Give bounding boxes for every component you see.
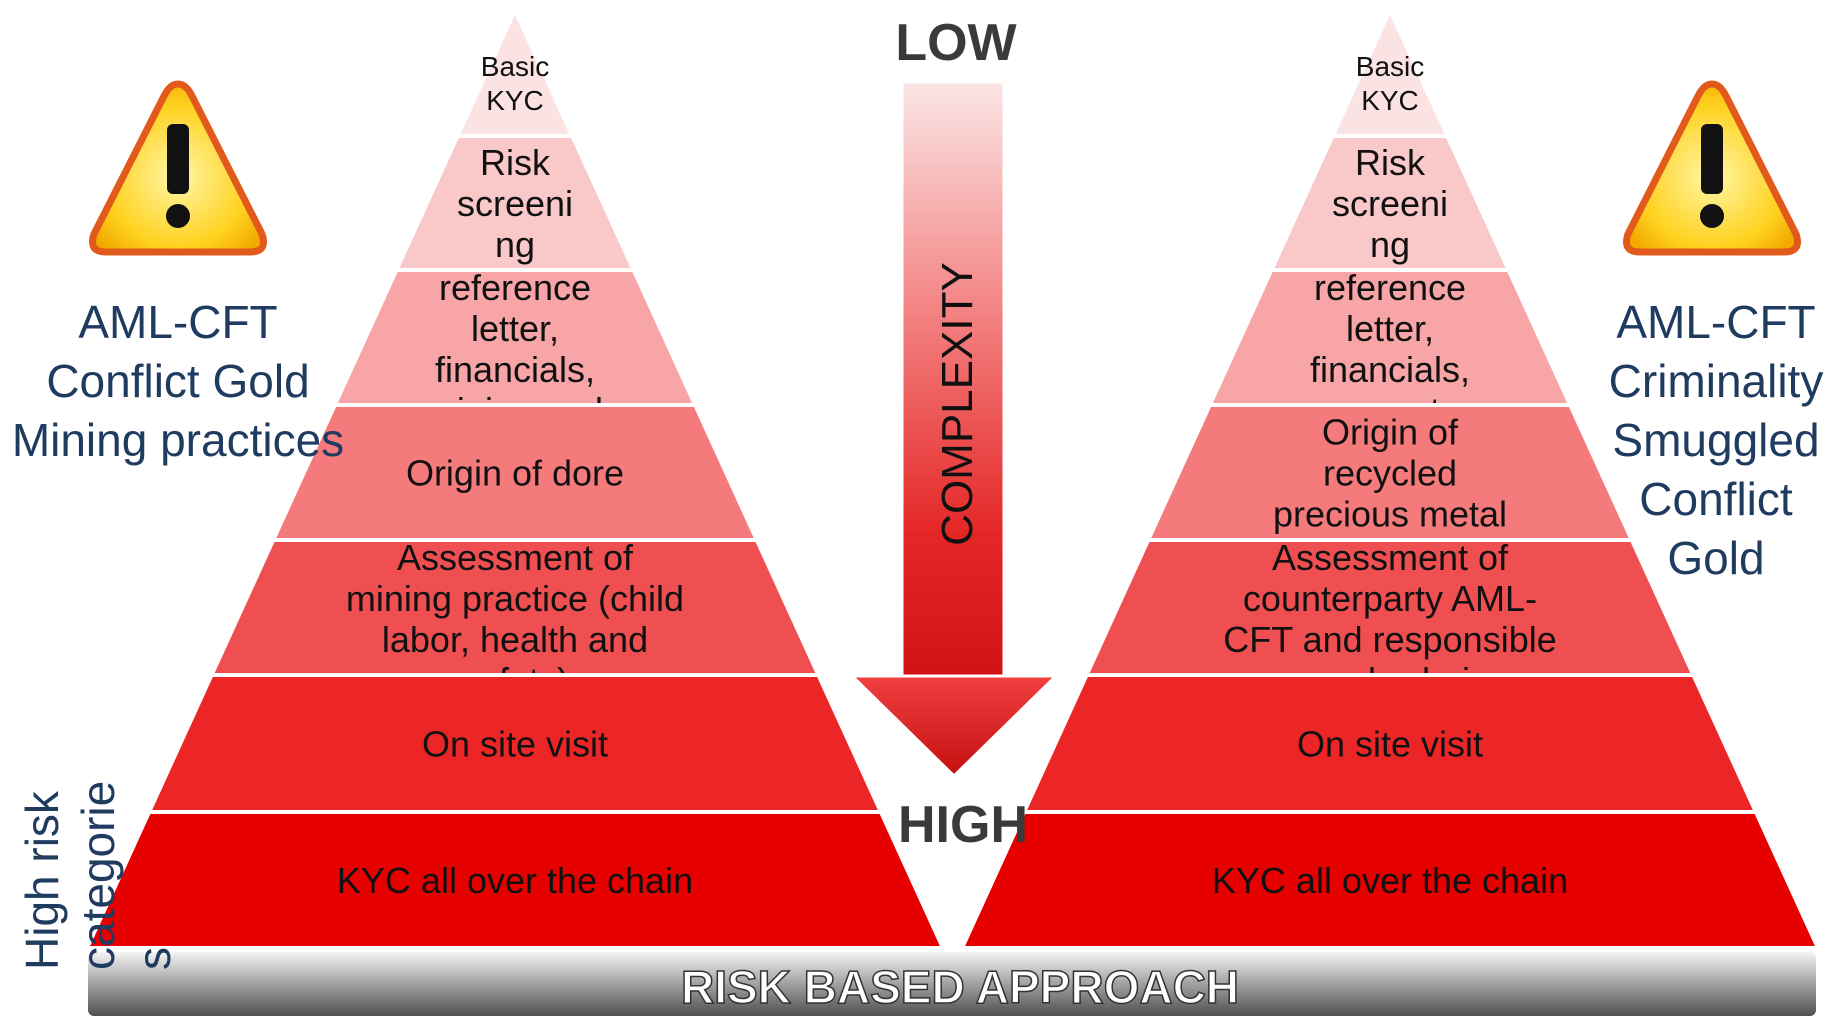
right-pyramid-tier-5-text: counterparty AML-	[1243, 578, 1537, 619]
left-pyramid-tier-4-text: Origin of dore	[406, 453, 624, 494]
left-side-label-line: Mining practices	[12, 414, 344, 466]
risk-based-approach-bar: RISK BASED APPROACH	[88, 952, 1816, 1016]
right-pyramid-tier-4-text: Origin of	[1322, 412, 1459, 453]
right-pyramid-tier-5-text: CFT and responsible	[1223, 619, 1557, 660]
right-pyramid-tier-4-text: precious metal	[1273, 494, 1507, 535]
down-arrow-icon	[848, 80, 1060, 779]
right-pyramid-tier-2-text: Risk	[1355, 142, 1426, 183]
left-pyramid-tier-6-text: On site visit	[422, 724, 608, 765]
right-pyramid-tier-7-text: KYC all over the chain	[1212, 860, 1568, 901]
left-pyramid-tier-5-text: mining practice (child	[346, 578, 684, 619]
left-side-label: AML-CFT Conflict Gold Mining practices	[12, 296, 344, 466]
right-side-label-line: Criminality	[1609, 355, 1824, 407]
left-pyramid-tier-5-text: Assessment of	[397, 537, 634, 578]
right-pyramid-tier-3-text: reference	[1314, 267, 1466, 308]
left-pyramid-tier-7-text: KYC all over the chain	[337, 860, 693, 901]
left-pyramid-tier-2-text: Risk	[480, 142, 551, 183]
right-pyramid-tier-2-text: screeni	[1332, 183, 1448, 224]
high-label: HIGH	[898, 796, 1028, 854]
low-label: LOW	[895, 14, 1017, 72]
left-pyramid-tier-3-text: financials,	[435, 349, 595, 390]
high-risk-label-line: High risk	[16, 790, 68, 970]
complexity-label: COMPLEXITY	[933, 262, 982, 546]
left-pyramid-tier-3-text: letter,	[471, 308, 559, 349]
right-pyramid-tier-5-text: Assessment of	[1272, 537, 1509, 578]
left-side-label-line: Conflict Gold	[46, 355, 309, 407]
right-pyramid-tier-4-text: recycled	[1323, 453, 1457, 494]
left-pyramid-tier-5-text: labor, health and	[382, 619, 648, 660]
warning-icon	[1623, 80, 1801, 256]
right-pyramid-tier-1-text: Basic	[1356, 51, 1424, 82]
right-side-label-line: AML-CFT	[1616, 296, 1815, 348]
right-side-label-line: Gold	[1667, 532, 1764, 584]
right-side-label-line: Smuggled	[1612, 414, 1819, 466]
left-pyramid-tier-2-text: screeni	[457, 183, 573, 224]
high-risk-categories-label: High risk categorie s	[16, 781, 180, 970]
right-side-label-line: Conflict	[1639, 473, 1793, 525]
footer-label: RISK BASED APPROACH	[681, 961, 1239, 1013]
left-pyramid-tier-7	[83, 810, 947, 950]
right-pyramid-tier-6-text: On site visit	[1297, 724, 1483, 765]
right-pyramid-tier-3-text: financials,	[1310, 349, 1470, 390]
left-pyramid-tier-1-text: Basic	[481, 51, 549, 82]
left-pyramid-tier-2-text: ng	[495, 224, 535, 265]
right-pyramid-tier-3-text: letter,	[1346, 308, 1434, 349]
left-side-label-line: AML-CFT	[78, 296, 277, 348]
high-risk-label-line: s	[128, 947, 180, 970]
right-side-label: AML-CFT Criminality Smuggled Conflict Go…	[1609, 296, 1824, 584]
right-pyramid-tier-2-text: ng	[1370, 224, 1410, 265]
left-pyramid-tier-3-text: reference	[439, 267, 591, 308]
warning-icon	[89, 80, 267, 256]
left-pyramid-tier-1-text: KYC	[486, 85, 544, 116]
right-pyramid-tier-1-text: KYC	[1361, 85, 1419, 116]
high-risk-label-line: categorie	[72, 781, 124, 970]
right-pyramid-tier-7	[958, 810, 1822, 950]
